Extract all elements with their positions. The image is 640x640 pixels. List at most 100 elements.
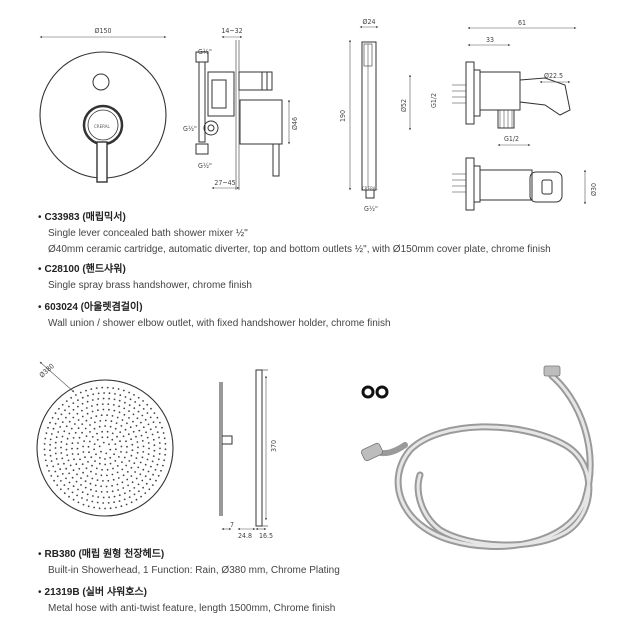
nozzle-dot — [159, 447, 161, 450]
nozzle-dot — [123, 456, 126, 459]
product-item-21319b: •21319B (실버 샤워호스) Metal hose with anti-t… — [38, 585, 335, 617]
nozzle-dot — [116, 471, 119, 474]
nozzle-dot — [88, 451, 90, 454]
nozzle-dot — [152, 473, 155, 476]
nozzle-dot — [100, 491, 103, 493]
nozzle-dot — [101, 386, 104, 389]
nozzle-dot — [161, 426, 163, 429]
product-item-c33983: •C33983 (매립믹서) Single lever concealed ba… — [38, 210, 551, 258]
nozzle-dot — [136, 441, 139, 443]
dim-g12-handshower: G½" — [364, 205, 378, 213]
nozzle-dot — [94, 421, 96, 424]
nozzle-dot — [154, 468, 157, 471]
nozzle-dot — [81, 396, 84, 399]
nozzle-dot — [43, 443, 46, 445]
nozzle-dot — [123, 498, 126, 501]
nozzle-dot — [90, 388, 93, 390]
nozzle-dot — [137, 446, 139, 449]
nozzle-dot — [82, 503, 85, 506]
nozzle-dot — [72, 402, 75, 404]
nozzle-dot — [55, 458, 58, 460]
nozzle-dot — [106, 468, 109, 471]
dim-height-370: 370 — [270, 440, 278, 452]
nozzle-dot — [121, 481, 124, 484]
nozzle-dot — [72, 469, 75, 472]
nozzle-dot — [111, 432, 114, 435]
nozzle-dot — [68, 412, 71, 415]
nozzle-dot — [111, 473, 114, 476]
nozzle-dot — [71, 453, 74, 455]
product-desc-line: Metal hose with anti-twist feature, leng… — [48, 603, 336, 614]
nozzle-dot — [81, 491, 84, 494]
mixer-side-view — [195, 35, 291, 190]
nozzle-dot — [113, 495, 116, 498]
nozzle-dot — [87, 394, 89, 397]
nozzle-dot — [126, 478, 129, 481]
nozzle-dot — [164, 448, 167, 451]
nozzle-dot — [52, 427, 55, 430]
nozzle-dot — [153, 444, 156, 447]
product-desc-line: Single spray brass handshower, chrome fi… — [48, 280, 252, 291]
nozzle-dot — [150, 407, 152, 410]
nozzle-dot — [114, 393, 116, 395]
nozzle-dot — [77, 399, 79, 401]
nozzle-dot — [137, 396, 140, 399]
nozzle-dot — [124, 428, 127, 431]
nozzle-dot — [98, 507, 101, 510]
nozzle-dot — [113, 398, 116, 401]
nozzle-dot — [114, 443, 117, 445]
nozzle-dot — [135, 457, 138, 459]
nozzle-dot — [44, 459, 47, 462]
nozzle-dot — [68, 495, 70, 498]
nozzle-dot — [76, 494, 78, 497]
dim-24-8: 24.8 — [238, 532, 252, 540]
nozzle-dot — [85, 389, 87, 392]
nozzle-dot — [124, 401, 126, 404]
nozzle-dot — [80, 477, 82, 479]
brand-mark: CRERAL — [94, 124, 110, 129]
nozzle-dot — [111, 438, 114, 441]
nozzle-dot — [140, 434, 143, 437]
nozzle-dot — [153, 412, 156, 414]
nozzle-dot — [43, 448, 46, 451]
nozzle-dot — [104, 507, 106, 510]
nozzle-dot — [112, 404, 115, 406]
nozzle-dot — [147, 453, 150, 455]
nozzle-dot — [132, 430, 135, 433]
nozzle-dot — [55, 436, 58, 439]
nozzle-dot — [79, 391, 82, 394]
nozzle-dot — [142, 400, 145, 402]
nozzle-dot — [91, 410, 94, 413]
nozzle-dot — [84, 456, 86, 459]
nozzle-dot — [80, 484, 82, 486]
nozzle-dot — [128, 404, 131, 406]
nozzle-dot — [123, 407, 126, 410]
nozzle-dot — [116, 465, 119, 467]
nozzle-dot — [47, 426, 49, 429]
nozzle-dot — [111, 490, 114, 493]
nozzle-dot — [91, 464, 93, 467]
nozzle-dot — [65, 416, 67, 419]
nozzle-dot — [128, 410, 130, 412]
nozzle-dot — [83, 440, 85, 442]
nozzle-dot — [103, 392, 105, 394]
nozzle-dot — [104, 419, 107, 422]
nozzle-dot — [50, 433, 53, 435]
wall-union-drawing — [408, 26, 587, 211]
nozzle-dot — [112, 387, 115, 389]
nozzle-dot — [50, 475, 53, 477]
nozzle-dot — [67, 488, 70, 490]
nozzle-dot — [65, 477, 67, 480]
dim-g12-top: G½" — [198, 48, 212, 56]
nozzle-dot — [114, 460, 117, 462]
nozzle-dot — [96, 479, 99, 481]
nozzle-dot — [131, 443, 134, 446]
nozzle-dot — [120, 425, 123, 427]
nozzle-dot — [141, 414, 144, 417]
nozzle-dot — [102, 480, 104, 482]
nozzle-dot — [155, 479, 157, 482]
nozzle-dot — [148, 447, 150, 450]
nozzle-dot — [137, 410, 140, 413]
nozzle-dot — [140, 421, 142, 424]
nozzle-dot — [142, 451, 145, 453]
